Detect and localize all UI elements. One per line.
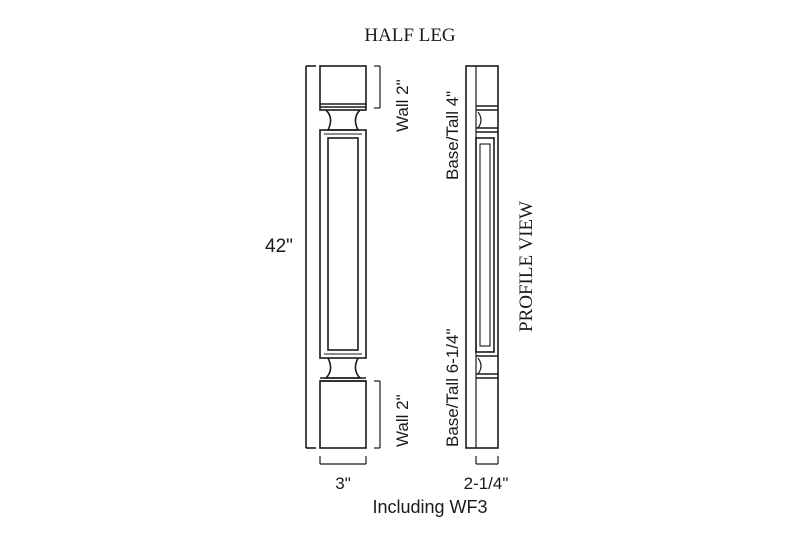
front-top-transition [325,109,361,131]
diagram-title: HALF LEG [364,25,456,46]
footnote: Including WF3 [372,497,487,517]
profile-top-dimension: Base/Tall 4" [443,91,462,180]
front-bottom-dimension: Wall 2" [393,394,412,447]
front-top-dimension: Wall 2" [393,79,412,132]
profile-outline [465,65,499,449]
front-bottom-block [319,380,367,449]
front-width-label: 3" [335,474,351,493]
profile-panel [475,137,495,353]
height-label: 42" [265,236,293,257]
profile-view-label: PROFILE VIEW [516,201,537,332]
front-panel-inset [327,137,359,351]
front-panel [319,129,367,359]
front-view [319,65,367,449]
profile-view [465,65,499,449]
front-width-bracket [319,456,367,465]
front-bottom-transition [324,357,362,379]
profile-width-bracket [475,456,499,465]
front-bottom-bracket [374,380,381,449]
front-top-bracket [374,65,381,109]
profile-width-label: 2-1/4" [464,474,509,493]
profile-bottom-dimension: Base/Tall 6-1/4" [443,329,462,448]
height-bracket [305,65,316,449]
front-top-block [319,65,367,111]
